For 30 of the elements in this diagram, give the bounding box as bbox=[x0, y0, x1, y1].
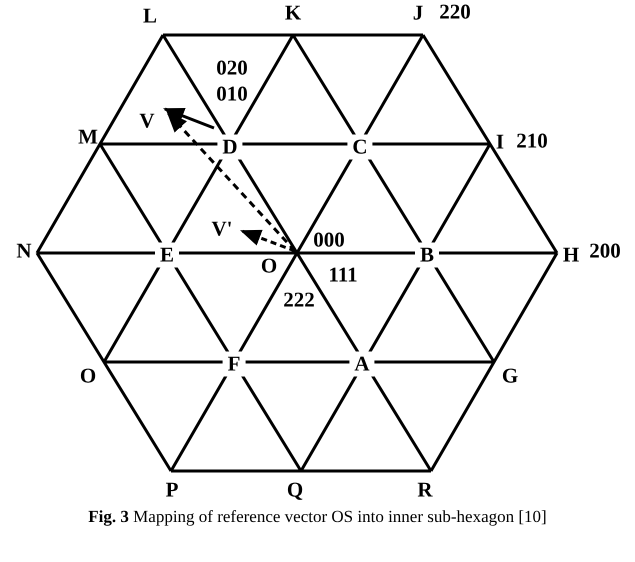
switching-state-label: 220 bbox=[439, 2, 471, 22]
figure-caption: Fig. 3 Mapping of reference vector OS into inner sub-hexagon [10] bbox=[87, 506, 548, 528]
vertex-label: M bbox=[78, 126, 98, 148]
vertex-label: C bbox=[347, 134, 373, 160]
switching-state-label: 111 bbox=[328, 264, 358, 286]
vertex-label: E bbox=[155, 242, 179, 268]
vertex-label: G bbox=[502, 366, 518, 386]
vertex-label: A bbox=[349, 352, 375, 376]
vertex-label: P bbox=[166, 480, 178, 500]
vector-label: V' bbox=[212, 218, 232, 240]
switching-state-label: 010 bbox=[216, 84, 248, 104]
vertex-label: D bbox=[217, 134, 243, 160]
vertex-label: I bbox=[496, 132, 504, 152]
switching-state-label: 000 bbox=[313, 230, 345, 250]
vertex-label: O bbox=[80, 366, 96, 386]
switching-state-label: 200 bbox=[589, 240, 621, 262]
vector-label: V bbox=[139, 110, 155, 132]
vertex-label: Q bbox=[286, 480, 304, 500]
vertex-label: J bbox=[412, 2, 424, 24]
vertex-label: L bbox=[143, 6, 157, 26]
vertex-label: N bbox=[16, 240, 32, 262]
switching-state-label: 222 bbox=[283, 290, 315, 310]
switching-state-label: 210 bbox=[516, 130, 548, 152]
vertex-label: K bbox=[284, 2, 302, 24]
switching-state-label: 020 bbox=[216, 58, 248, 78]
vertex-label: F bbox=[222, 352, 246, 376]
vertex-label: B bbox=[415, 242, 439, 268]
vertex-label: R bbox=[417, 480, 433, 500]
vertex-label: O bbox=[260, 256, 278, 276]
vertex-label: H bbox=[562, 244, 580, 266]
